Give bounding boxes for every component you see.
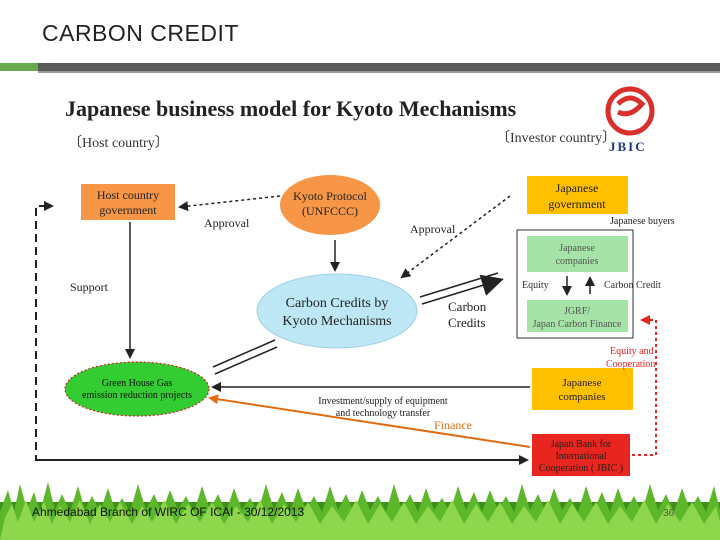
kyoto-protocol-line1: Kyoto Protocol: [293, 189, 367, 203]
japanese-government-box: [527, 176, 628, 214]
investor-country-label: 〔Investor country〕: [496, 130, 616, 146]
jgrf-line1: JGRF/: [564, 306, 590, 317]
japanese-companies-lower-line1: Japanese: [562, 377, 601, 389]
japanese-companies-inner-line1: Japanese: [559, 243, 595, 254]
finance-label: Finance: [434, 418, 472, 432]
equity-cooperation-line2: Cooperation: [606, 359, 655, 370]
japanese-government-line2: government: [548, 197, 606, 211]
investment-line1: Investment/supply of equipment: [318, 396, 448, 407]
carbon-credits-arrow-line1: Carbon: [448, 299, 487, 314]
jgrf-box: [527, 300, 628, 332]
japanese-companies-lower-line2: companies: [558, 391, 605, 403]
japanese-companies-inner-box: [527, 236, 628, 272]
jgrf-line2: Japan Carbon Finance: [533, 319, 622, 330]
investment-line2: and technology transfer: [336, 408, 431, 419]
japanese-companies-inner-line2: companies: [556, 256, 599, 267]
carbon-credits-arrow-line2: Credits: [448, 315, 486, 330]
support-label: Support: [70, 280, 109, 294]
ghg-line2: emission reduction projects: [82, 390, 192, 401]
jbic-logo: JBIC: [605, 86, 655, 154]
title-divider: [0, 63, 720, 71]
grass-decoration: [0, 482, 720, 540]
kyoto-protocol-line2: (UNFCCC): [302, 204, 358, 218]
equity-cooperation-arrow: [632, 315, 657, 456]
footer-text: Ahmedabad Branch of WIRC OF ICAI - 30/12…: [32, 505, 305, 519]
approval-right-label: Approval: [410, 222, 456, 236]
carbon-credits-line2: Kyoto Mechanisms: [282, 314, 391, 329]
host-government-line2: government: [99, 203, 157, 217]
page-number: 36: [663, 508, 675, 519]
projects-to-credits-line2: [214, 346, 278, 375]
kyoto-protocol-ellipse: [280, 175, 380, 235]
approval-left-label: Approval: [204, 216, 250, 230]
carbon-credit-small-label: Carbon Credit: [604, 280, 661, 291]
approval-left-arrow: [178, 195, 281, 212]
ghg-projects-ellipse: [64, 361, 210, 417]
jbic-line1: Japan Bank for: [551, 439, 612, 450]
japanese-companies-lower-box: [532, 368, 633, 410]
projects-to-credits-line1: [212, 339, 276, 368]
host-government-line1: Host country: [97, 188, 159, 202]
carbon-credits-ellipse: [256, 273, 418, 349]
jbic-logo-text: JBIC: [609, 139, 647, 154]
diagram-heading: Japanese business model for Kyoto Mechan…: [65, 96, 517, 121]
host-country-label: 〔Host country〕: [68, 135, 169, 151]
slide-title: CARBON CREDIT: [42, 20, 239, 46]
host-government-box: [81, 184, 175, 220]
approval-right-arrow: [400, 195, 511, 279]
jbic-line2: International: [555, 451, 606, 462]
carbon-credits-line1: Carbon Credits by: [286, 296, 389, 311]
finance-arrow: [208, 394, 531, 448]
title-divider-thin: [38, 71, 720, 73]
japanese-buyers-label: Japanese buyers: [610, 216, 675, 227]
jbic-line3: Cooperation ( JBIC ): [539, 463, 623, 474]
equity-label: Equity: [522, 280, 549, 291]
japanese-government-line1: Japanese: [556, 181, 599, 195]
credits-to-buyers-arrow: [421, 274, 504, 305]
equity-cooperation-line1: Equity and: [610, 346, 654, 357]
ghg-line1: Green House Gas: [102, 378, 173, 389]
jbic-box: [532, 434, 630, 476]
